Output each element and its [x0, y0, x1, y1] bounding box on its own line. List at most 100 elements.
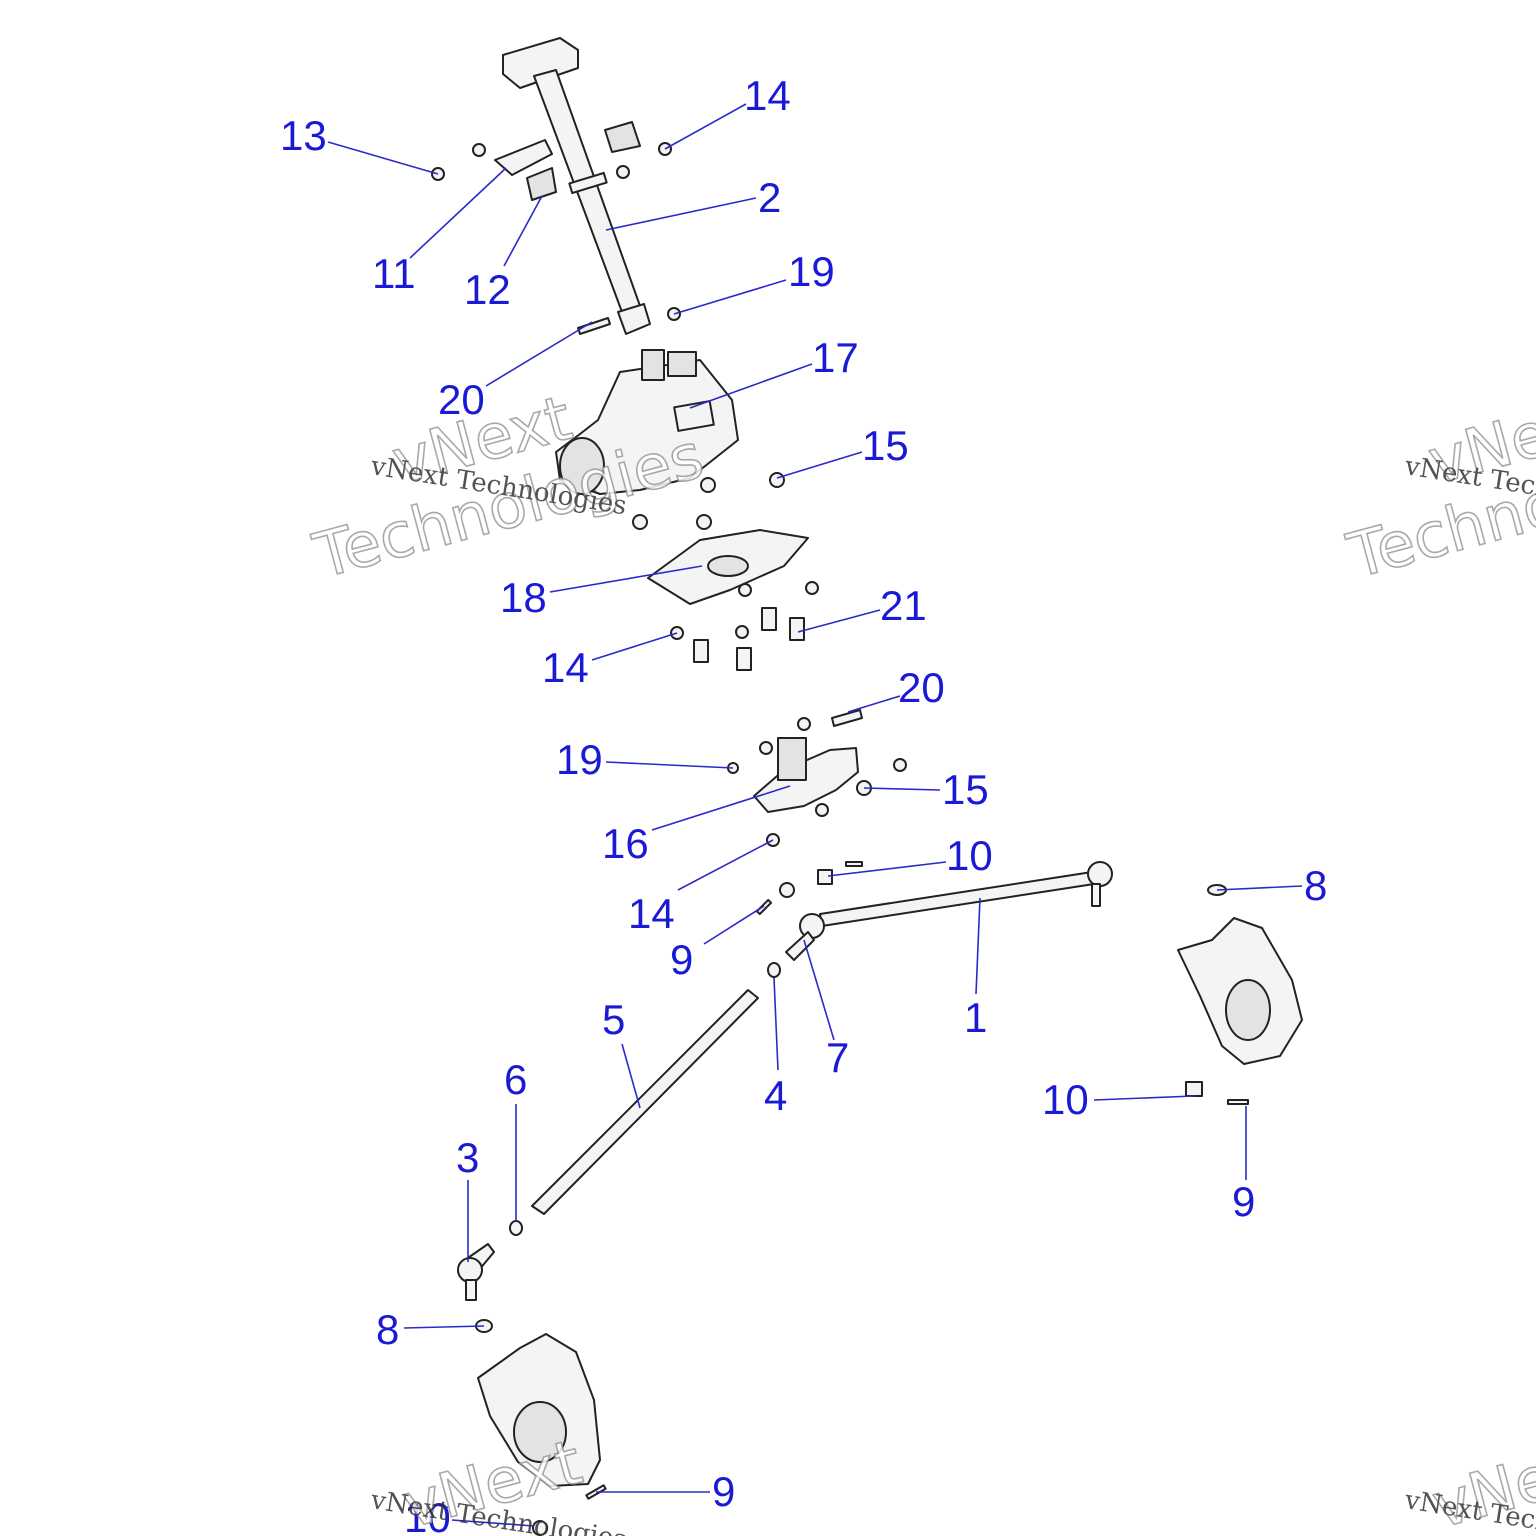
leader-14-mid — [591, 632, 678, 661]
callout-17: 17 — [812, 334, 859, 381]
bolt-bracket-d — [815, 803, 829, 817]
left-knuckle-bore — [513, 1401, 567, 1463]
leader-15-lower — [863, 787, 941, 791]
leader-15-top — [776, 451, 863, 479]
leader-1 — [975, 897, 981, 995]
callout-10-right: 10 — [1042, 1076, 1089, 1123]
leader-5 — [621, 1043, 641, 1109]
callout-10-center: 10 — [946, 832, 993, 879]
leader-12 — [503, 195, 543, 267]
tie-rod-inner-joint — [799, 913, 825, 939]
column-top-bracket — [502, 37, 579, 89]
bolt-upper-left — [472, 143, 486, 157]
nut-10-bottom — [532, 1520, 548, 1536]
leader-8-right — [1216, 885, 1303, 891]
bolt-bracket-a — [759, 741, 773, 755]
callout-14-mid: 14 — [542, 644, 589, 691]
right-knuckle-bore — [1225, 979, 1271, 1041]
callout-20-lower: 20 — [898, 664, 945, 711]
leader-19-top — [673, 279, 787, 315]
leader-21 — [797, 609, 881, 633]
callout-14-lower: 14 — [628, 890, 675, 937]
steering-unit-input-shaft — [641, 349, 665, 381]
leader-14-lower — [677, 839, 774, 891]
nut-bracket-c — [893, 758, 907, 772]
leader-20-lower — [847, 695, 901, 713]
bolt-bracket-b — [797, 717, 811, 731]
callout-19-top: 19 — [788, 248, 835, 295]
nut-plate-2 — [805, 581, 819, 595]
callout-labels: 1 2 3 4 5 6 7 8 8 9 9 9 10 10 10 11 12 1… — [280, 72, 1327, 1536]
tie-rod — [819, 871, 1095, 927]
cotter-pin-9-left — [755, 898, 773, 916]
callout-8-left: 8 — [376, 1306, 399, 1353]
callout-1: 1 — [964, 994, 987, 1041]
leader-19-lower — [605, 761, 734, 769]
callout-16: 16 — [602, 820, 649, 867]
callout-11: 11 — [372, 250, 416, 297]
leader-13 — [327, 141, 439, 175]
tie-rod-outer-stud — [1091, 883, 1101, 907]
inner-tie-rod — [531, 989, 759, 1215]
tie-rod-end-ball — [457, 1257, 483, 1283]
callout-7: 7 — [826, 1034, 849, 1081]
mounting-plate-hole — [707, 555, 749, 577]
callout-14-top: 14 — [744, 72, 791, 119]
leader-14-top — [664, 103, 747, 150]
bolt-20-top — [577, 317, 611, 335]
tie-rod-end-stud — [465, 1279, 477, 1301]
leader-17 — [689, 363, 813, 409]
leader-10-right — [1093, 1095, 1195, 1101]
callout-9-left: 9 — [670, 936, 693, 983]
column-bushing — [526, 167, 557, 201]
callout-13: 13 — [280, 112, 327, 159]
jam-nut-6 — [509, 1220, 523, 1236]
bolt-21-a — [761, 607, 777, 631]
pitman-arm — [785, 931, 815, 961]
callout-20-top: 20 — [438, 376, 485, 423]
washer-4 — [767, 962, 781, 978]
leader-11 — [409, 167, 507, 259]
callout-15-lower: 15 — [942, 766, 989, 813]
nut-10-right — [1185, 1081, 1203, 1097]
bolt-15-upper — [769, 472, 785, 488]
callout-9-right: 9 — [1232, 1178, 1255, 1225]
callout-8-right: 8 — [1304, 862, 1327, 909]
callout-6: 6 — [504, 1056, 527, 1103]
parts-line-art — [431, 37, 1303, 1536]
bolt-eps-1 — [700, 477, 716, 493]
nut-mid — [616, 165, 630, 179]
callout-2: 2 — [758, 174, 781, 221]
nut-14-arm — [779, 882, 795, 898]
leader-7 — [803, 939, 835, 1041]
leader-10-bottom — [451, 1519, 535, 1527]
nut-plate-3 — [735, 625, 749, 639]
callout-3: 3 — [456, 1134, 479, 1181]
bolt-eps-2 — [696, 514, 712, 530]
steering-unit-motor-end — [559, 437, 605, 495]
watermarks: vNext Technologies vNext Technologies vN… — [305, 380, 1536, 1536]
leader-9-left — [703, 905, 765, 945]
steering-unit-connector — [667, 351, 697, 377]
callout-5: 5 — [602, 996, 625, 1043]
callout-10-bottom: 10 — [404, 1494, 451, 1536]
lower-bracket-shaft — [777, 737, 807, 781]
nut-plate-1 — [738, 583, 752, 597]
column-clamp-bracket — [494, 139, 553, 176]
callout-12: 12 — [464, 266, 511, 313]
bolt-eps-3 — [632, 514, 648, 530]
callout-9-bottom: 9 — [712, 1468, 735, 1515]
callout-4: 4 — [764, 1072, 787, 1119]
leader-18 — [549, 565, 703, 593]
nut-10-center — [817, 869, 833, 885]
leader-lines — [327, 103, 1303, 1527]
leader-20-top — [485, 321, 593, 387]
bolt-21-b — [789, 617, 805, 641]
leader-8-left — [403, 1325, 485, 1329]
column-bushing-upper — [604, 121, 641, 153]
cotter-pin-center — [845, 861, 863, 867]
callout-15-top: 15 — [862, 422, 909, 469]
callout-21: 21 — [880, 582, 927, 629]
callout-18: 18 — [500, 574, 547, 621]
cotter-pin-9-right — [1227, 1099, 1249, 1105]
